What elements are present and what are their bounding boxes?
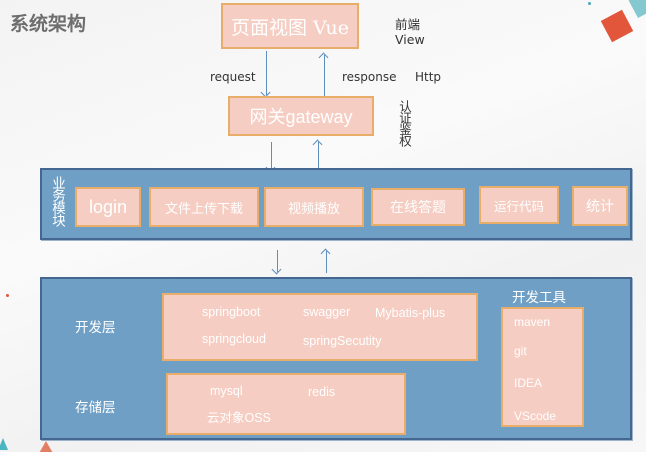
- module-online-quiz-label: 在线答题: [390, 200, 446, 216]
- frontend-side-label-line2: View: [395, 32, 425, 47]
- gateway-label: 网关gateway: [249, 107, 353, 127]
- storage-layer-label: 存储层: [75, 400, 116, 415]
- tech-redis: redis: [308, 385, 336, 399]
- frontend-vue-box: 页面视图 Vue: [221, 3, 359, 49]
- decorative-teal-square: [628, 0, 646, 18]
- decorative-triangle: [0, 438, 8, 450]
- tech-mybatis-plus: Mybatis-plus: [375, 306, 446, 320]
- gateway-box: 网关gateway: [228, 96, 374, 136]
- module-statistics: 统计: [572, 186, 628, 226]
- http-label: Http: [415, 70, 442, 84]
- gateway-to-business-arrow: [271, 142, 272, 170]
- tech-swagger: swagger: [303, 305, 351, 319]
- module-file-transfer-label: 文件上传下载: [164, 201, 243, 217]
- dev-tools-label: 开发工具: [512, 290, 566, 305]
- dev-layer-label: 开发层: [75, 320, 116, 335]
- business-module-panel: 业务模块 login 文件上传下载 视频播放 在线答题 运行代码 统计: [40, 168, 632, 240]
- backend-to-business-arrow: [326, 251, 327, 273]
- module-file-transfer: 文件上传下载: [149, 187, 259, 227]
- tech-mysql: mysql: [210, 384, 243, 398]
- decorative-dot: [6, 294, 9, 297]
- business-to-gateway-arrow: [318, 142, 319, 170]
- decorative-triangle: [38, 441, 54, 452]
- request-label: request: [210, 70, 256, 84]
- module-login-label: login: [88, 196, 128, 217]
- module-video-playback: 视频播放: [264, 187, 364, 227]
- module-statistics-label: 统计: [586, 199, 614, 215]
- frontend-vue-label: 页面视图 Vue: [230, 16, 350, 39]
- tool-vscode: VScode: [514, 409, 557, 423]
- request-arrow: [266, 51, 267, 95]
- business-to-backend-arrow: [277, 250, 278, 272]
- module-video-playback-label: 视频播放: [287, 201, 340, 217]
- response-label: response: [342, 70, 397, 84]
- module-online-quiz: 在线答题: [371, 188, 465, 226]
- dev-tools-box: maven git IDEA VScode: [501, 307, 584, 427]
- module-run-code: 运行代码: [479, 186, 559, 224]
- tech-springboot: springboot: [202, 305, 261, 319]
- tool-maven: maven: [514, 315, 551, 329]
- page-title: 系统架构: [10, 13, 87, 35]
- module-run-code-label: 运行代码: [493, 198, 544, 214]
- gateway-side-label: 认证鉴权: [397, 100, 412, 146]
- response-arrow: [324, 55, 325, 96]
- tool-git: git: [514, 344, 527, 358]
- tech-springcloud: springcloud: [202, 332, 266, 346]
- decorative-red-square: [600, 9, 634, 43]
- tech-springsecutity: springSecutity: [303, 334, 382, 348]
- tech-cloud-oss: 云对象OSS: [207, 411, 271, 425]
- business-panel-label: 业务模块: [50, 176, 65, 226]
- tool-idea: IDEA: [514, 376, 543, 390]
- dev-layer-tech-box: springboot swagger Mybatis-plus springcl…: [162, 293, 478, 361]
- backend-panel: 开发层 springboot swagger Mybatis-plus spri…: [40, 277, 632, 440]
- storage-layer-tech-box: mysql redis 云对象OSS: [166, 373, 406, 435]
- decorative-dot: [588, 2, 591, 5]
- frontend-side-label: 前端 View: [395, 17, 425, 47]
- frontend-side-label-line1: 前端: [395, 17, 421, 32]
- module-login: login: [75, 187, 141, 227]
